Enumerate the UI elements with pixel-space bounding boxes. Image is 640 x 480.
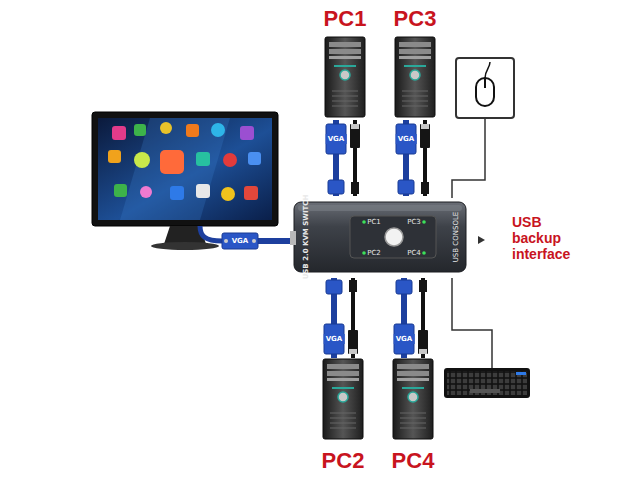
usb-backup-arrow xyxy=(478,236,485,244)
cable-connector xyxy=(394,278,428,358)
port-label: PC3 xyxy=(407,218,421,226)
pc-tower xyxy=(318,358,368,440)
computer-node: PC4 xyxy=(380,358,446,474)
pc-tower xyxy=(320,36,370,118)
connector-label: VGA xyxy=(396,134,417,144)
computer-label: PC4 xyxy=(380,448,446,474)
monitor-cable xyxy=(200,226,292,249)
port-label: PC4 xyxy=(407,249,421,257)
callout-text: USB backup interface xyxy=(512,214,586,262)
connector-label: VGA xyxy=(230,236,251,246)
port-label: PC2 xyxy=(367,249,381,257)
connector-label: VGA xyxy=(394,334,415,344)
computer-node: PC2 xyxy=(310,358,376,474)
pc-tower xyxy=(388,358,438,440)
device-title: USB 2.0 KVM SWITCH xyxy=(302,195,310,280)
port-label: USB CONSOLE xyxy=(452,212,460,263)
mouse xyxy=(452,58,514,198)
kvm-switch: USB 2.0 KVM SWITCH PC1PC2 PC3PC4 USB CONSOL… xyxy=(290,196,472,278)
cable-connector xyxy=(396,120,430,196)
port-label: PC1 xyxy=(367,218,381,226)
monitor xyxy=(92,112,278,250)
computer-label: PC1 xyxy=(312,6,378,32)
keyboard xyxy=(444,278,530,398)
pc-tower xyxy=(390,36,440,118)
kvm-switch-body xyxy=(290,196,472,278)
connector-label: VGA xyxy=(326,134,347,144)
computer-label: PC2 xyxy=(310,448,376,474)
cable-connector xyxy=(324,278,358,358)
computer-node: PC3 xyxy=(382,6,448,120)
computer-label: PC3 xyxy=(382,6,448,32)
cable-connector xyxy=(326,120,360,196)
connector-label: VGA xyxy=(324,334,345,344)
computer-node: PC1 xyxy=(312,6,378,120)
